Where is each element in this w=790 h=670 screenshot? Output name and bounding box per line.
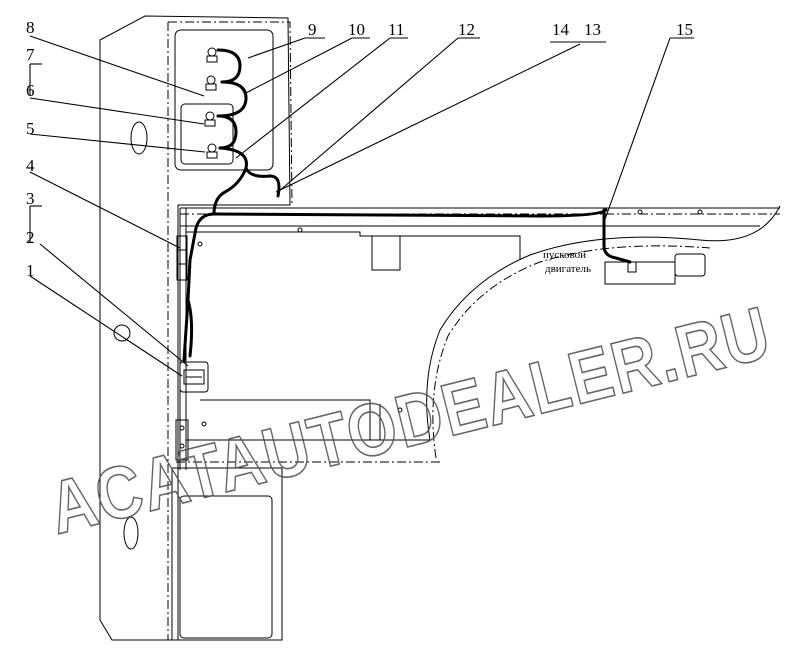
engine-label-line2: двигатель <box>545 263 591 275</box>
fuse-block-2 <box>179 361 209 393</box>
watermark: ACATAUTODEALER.RU <box>41 290 779 550</box>
callout-5: 5 <box>26 119 35 138</box>
lower-box <box>171 467 283 641</box>
engine-label-line1: пусковой <box>543 249 586 261</box>
panel-hole-middle <box>113 324 131 342</box>
switch-8 <box>206 47 218 63</box>
leader-lines <box>29 35 694 377</box>
callout-7: 7 <box>26 45 35 64</box>
connector-block-4 <box>176 235 188 281</box>
callout-4: 4 <box>26 156 35 175</box>
callout-12: 12 <box>458 20 475 39</box>
callout-10: 10 <box>348 20 365 39</box>
callout-14: 14 <box>552 20 570 39</box>
callout-3: 3 <box>26 189 35 208</box>
starter-engine <box>604 253 706 285</box>
callout-11: 11 <box>388 20 404 39</box>
callout-9: 9 <box>308 20 317 39</box>
switch-7 <box>205 75 217 91</box>
callout-numbers: 1 2 3 4 5 6 7 8 9 10 11 12 14 13 15 <box>26 18 693 280</box>
callout-15: 15 <box>676 20 693 39</box>
callout-2: 2 <box>26 228 35 247</box>
wiring-harness <box>182 48 632 362</box>
callout-8: 8 <box>26 18 35 37</box>
callout-1: 1 <box>26 261 35 280</box>
panel-hole-bottom <box>123 516 139 550</box>
switch-box <box>174 29 274 171</box>
callout-13: 13 <box>584 20 601 39</box>
switch-5 <box>206 143 218 159</box>
panel-hole-top <box>130 121 148 155</box>
cab-panel <box>99 15 293 641</box>
callout-6: 6 <box>26 81 35 100</box>
frame-panel <box>175 205 781 470</box>
switch-6 <box>204 111 216 127</box>
